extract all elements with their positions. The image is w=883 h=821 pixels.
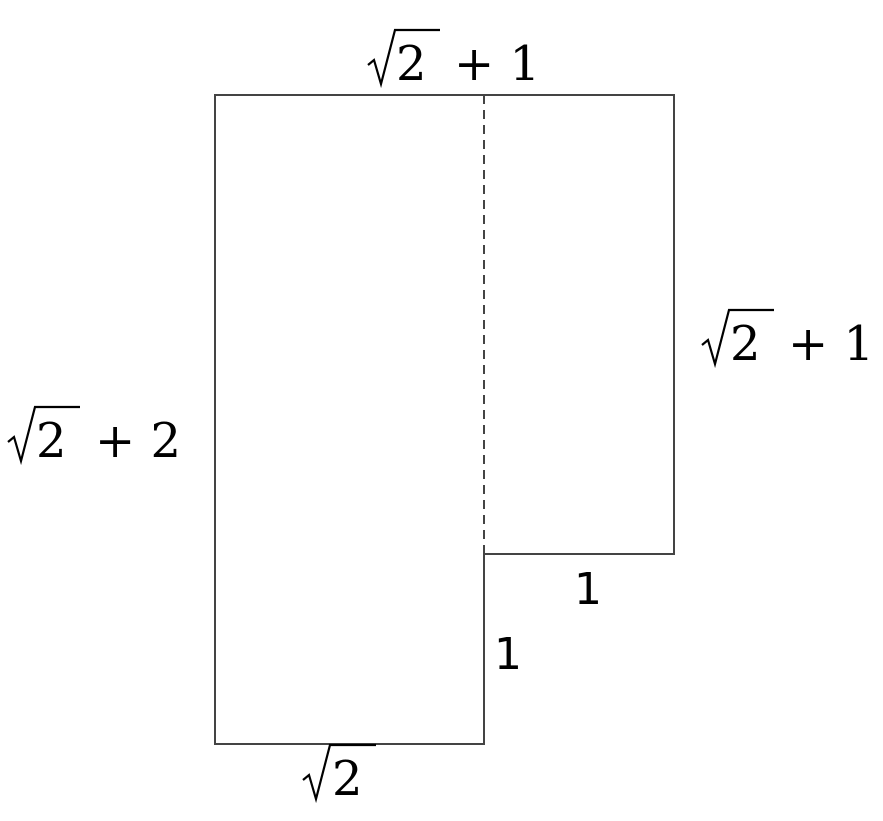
sqrt-sign-top	[367, 28, 440, 89]
label-top-coef: 2	[396, 36, 427, 92]
label-bottom-coef: 2	[332, 751, 363, 807]
label-left-rest: + 2	[95, 413, 181, 469]
label-right: 2 + 1	[701, 308, 874, 372]
label-step-vertical: 1	[494, 629, 522, 680]
label-left-coef: 2	[36, 413, 67, 469]
label-step-horizontal: 1	[574, 564, 602, 615]
figure-outline	[214, 94, 675, 745]
sqrt-sign-left	[7, 405, 80, 466]
label-bottom: 2	[302, 743, 376, 807]
sqrt-sign-right	[701, 308, 774, 369]
sqrt-sign-bottom	[302, 743, 376, 804]
label-left: 2 + 2	[7, 405, 181, 469]
label-top-rest: + 1	[454, 36, 540, 92]
label-top: 2 + 1	[367, 28, 540, 92]
label-right-coef: 2	[730, 316, 761, 372]
label-right-rest: + 1	[788, 316, 874, 372]
